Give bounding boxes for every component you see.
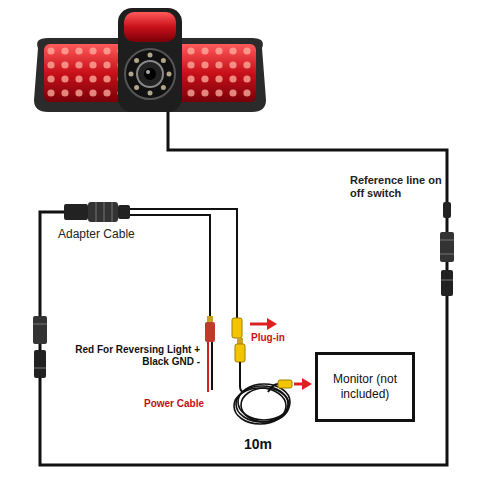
node-text: Monitor (not included) [322, 372, 408, 402]
switch-label: Reference line on off switch [350, 174, 442, 200]
pointer-arrow [294, 383, 303, 386]
arrow-head [267, 318, 277, 330]
lens-center [144, 68, 156, 80]
switch-connector [443, 202, 451, 218]
cable-label: Adapter Cable [58, 227, 168, 241]
camera-pod [118, 8, 182, 112]
ir-led [134, 85, 139, 90]
camera-cable [40, 110, 447, 465]
aviation-connector [441, 270, 453, 296]
ir-led [148, 53, 153, 58]
connector-ridge [112, 202, 113, 222]
adapter-body [88, 202, 118, 222]
video-wire [130, 209, 237, 318]
ir-led [161, 85, 166, 90]
ir-led [167, 72, 172, 77]
black-wire [211, 342, 213, 390]
rca-plug [235, 344, 245, 362]
ir-led [129, 72, 134, 77]
connector-ridge [34, 368, 46, 369]
adapter-tail [118, 205, 130, 219]
red-wire [207, 342, 209, 392]
brake-light-left [44, 44, 128, 102]
ir-led [161, 58, 166, 63]
video-wire [240, 362, 244, 392]
led-dots [172, 44, 256, 102]
aviation-connector [33, 316, 47, 344]
aviation-connector [34, 350, 46, 378]
connector-ridge [96, 202, 97, 222]
plug-in-note: Plug-in [251, 332, 311, 344]
connector-ridge [440, 240, 454, 241]
wiring-note: Red For Reversing Light + Black GND - [50, 344, 200, 368]
cable-label: Power Cable [120, 398, 204, 410]
length-label: 10m [244, 436, 284, 453]
lens-ring [125, 49, 175, 99]
brake-light-right [172, 44, 256, 102]
lens [137, 61, 163, 87]
power-plug [205, 322, 215, 342]
top-light [124, 12, 176, 42]
rca-socket [232, 318, 242, 338]
ir-led [148, 91, 153, 96]
cable-coil [241, 388, 289, 422]
aviation-connector [440, 232, 454, 262]
connector-ridge [441, 280, 453, 281]
led-dots [44, 44, 128, 102]
rca-plug [278, 380, 292, 388]
arrow-head [302, 378, 312, 390]
plug-tip [207, 316, 213, 322]
monitor-box: Monitor (not included) [315, 352, 415, 422]
connector-ridge [33, 324, 47, 325]
lens-glint [146, 70, 150, 74]
connector-ridge [440, 254, 454, 255]
connector-ridge [104, 202, 105, 222]
pointer-arrow [250, 323, 268, 326]
power-wire [130, 215, 210, 318]
ir-led [134, 58, 139, 63]
adapter-plug [64, 204, 88, 220]
plug-tip [237, 338, 243, 344]
video-wire [268, 384, 278, 392]
